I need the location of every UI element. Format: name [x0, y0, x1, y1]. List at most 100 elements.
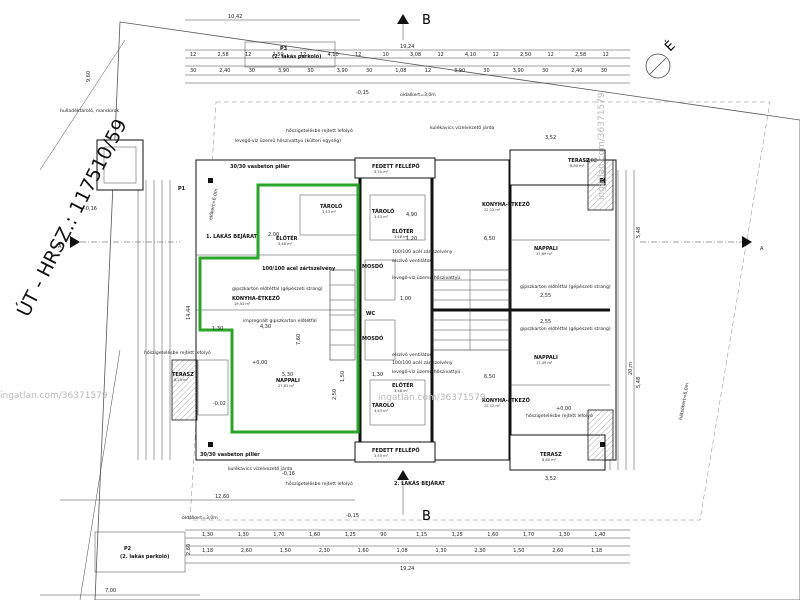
dim-interior: 6,50 — [484, 236, 495, 242]
column-1 — [208, 178, 213, 183]
watermark-right: ingatlan.com/36371579 — [597, 92, 607, 200]
garbage-shed — [96, 139, 144, 191]
garbage-shed-inner — [103, 146, 137, 184]
room-name-mosdo-b: MOSDÓ — [362, 335, 383, 342]
label-p2-sub: (2. lakás parkoló) — [120, 553, 169, 560]
label-pillar-top: 30/30 vasbeton pillér — [230, 163, 290, 170]
svg-text:B: B — [422, 13, 431, 28]
top-dimension: 10,42 — [228, 14, 242, 20]
dim-top-1: 2,58 — [575, 52, 586, 58]
dim-top-2: 30 — [366, 68, 372, 74]
label-kukavizvezeto-top: kulékavics vízelvezető járda — [430, 124, 494, 131]
dim-interior: 7,60 — [296, 334, 302, 345]
lot-title: ÚT - HRSZ.: 117510/59 — [11, 115, 132, 321]
note-levego-2: levegő-víz üzemű hőszivattyú — [392, 368, 460, 375]
staircase — [329, 269, 511, 361]
level-mark: +0,00 — [252, 360, 267, 366]
dim-bottom-2: 1,18 — [202, 548, 213, 554]
label-pillar-bottom: 30/30 vasbeton pillér — [200, 451, 260, 458]
dim-top-2: 30 — [307, 68, 313, 74]
dim-top-1: 2,50 — [520, 52, 531, 58]
label-elokert: előkert=6,0m — [208, 188, 219, 221]
dim-top-2: 30 — [190, 68, 196, 74]
label-p1: P1 — [178, 186, 186, 192]
dim-bottom-2: 1,50 — [280, 548, 291, 554]
dim-bottom-2: 1,30 — [436, 548, 447, 554]
dim-top-2: 30 — [483, 68, 489, 74]
dim-bottom-1: 1,25 — [452, 532, 463, 538]
dim-bottom-2: 1,18 — [591, 548, 602, 554]
room-area-terasz-left: 8,20 m² — [174, 378, 189, 382]
label-hatsokert: hátsókert=6,0m — [677, 382, 690, 421]
room-area-fedett-top: 3,55 m² — [374, 170, 389, 174]
dim-top-1: 4,10 — [328, 52, 339, 58]
room-area-fedett-bottom: 3,55 m² — [374, 454, 389, 458]
dim-top-2: 3,90 — [513, 68, 524, 74]
entrance-1: 1. LAKÁS BEJÁRAT — [206, 233, 258, 240]
note-gipszkarton-right-bottom: gipszkarton előtétfal (gépészeti strang) — [520, 325, 611, 332]
room-area-nappali-left: 27,81 m² — [278, 384, 295, 388]
dimension-chains-left — [137, 180, 171, 460]
room-area-konyha-right-bottom: 22,12 m² — [484, 404, 501, 408]
terrace-right-bottom — [587, 409, 614, 461]
dim-bottom-1: 1,25 — [345, 532, 356, 538]
dim-interior: 4,90 — [406, 212, 417, 218]
room-name-fedett-top: FEDETT FELLÉPŐ — [372, 162, 420, 170]
room-name-konyha-right-bottom: KONYHA-ÉTKEZŐ — [482, 396, 530, 404]
dim-top-1: 12 — [190, 52, 196, 58]
room-area-terasz-right-bottom: 8,80 m² — [542, 458, 557, 462]
dim-top-2: 12 — [425, 68, 431, 74]
level-mark: -0,02 — [213, 401, 226, 407]
dim-top-2: 3,90 — [278, 68, 289, 74]
room-name-nappali-left: NAPPALI — [276, 378, 300, 384]
dim-interior: 2,50 — [332, 389, 338, 400]
room-name-tarolo-2b: TÁROLÓ — [372, 402, 394, 409]
room-name-konyha-left: KONYHA-ÉTKEZŐ — [232, 294, 280, 302]
room-area-tarolo-2b: 3,43 m² — [374, 409, 389, 413]
dim-bottom-2: 1,08 — [397, 548, 408, 554]
room-name-wc-a: WC — [366, 311, 376, 317]
level-mark: -0,16 — [282, 471, 295, 477]
room-area-konyha-left: 19,53 m² — [234, 302, 251, 306]
note-impregnalt: impregnált gipszkarton előtétfal — [243, 317, 317, 324]
room-name-terasz-right-top: TERASZ — [568, 158, 590, 164]
column-3 — [600, 178, 605, 183]
room-area-nappali-right-top: 17,69 m² — [536, 252, 553, 256]
dim-interior: 1,00 — [400, 296, 411, 302]
dim-top-1: 12 — [493, 52, 499, 58]
room-name-terasz-left: TERASZ — [172, 372, 194, 378]
lot-boundary — [94, 21, 800, 600]
dim-bottom-2: 2,60 — [241, 548, 252, 554]
room-name-tarolo-left: TÁROLÓ — [320, 203, 342, 210]
room-name-tarolo-2a: TÁROLÓ — [372, 208, 394, 215]
svg-text:A: A — [58, 244, 62, 250]
dim-top-1: 4,10 — [465, 52, 476, 58]
watermark-middle: ingatlan.com/36371579 — [378, 393, 486, 403]
dimension-band-top — [185, 19, 630, 84]
dim-top-1: 2,50 — [273, 52, 284, 58]
note-acel-2: 100/100 acél zártszelvény — [392, 359, 453, 366]
room-name-terasz-right-bottom: TERASZ — [540, 452, 562, 458]
overall-dimension-2-60: 2,60 — [186, 544, 192, 555]
room-name-konyha-right-top: KONYHA-ÉTKEZŐ — [482, 200, 530, 208]
dim-interior: 2,55 — [540, 293, 551, 299]
note-acel-1: 100/100 acél zártszelvény — [392, 248, 453, 255]
room-name-nappali-right-bottom: NAPPALI — [534, 355, 558, 361]
dim-interior: 20,m — [628, 362, 634, 375]
dim-top-1: 12 — [300, 52, 306, 58]
dim-top-1: 12 — [438, 52, 444, 58]
dim-top-2: 3,90 — [454, 68, 465, 74]
dim-top-2: 2,40 — [571, 68, 582, 74]
north-label: É — [662, 38, 679, 55]
dim-bottom-1: 1,70 — [273, 532, 284, 538]
dim-interior: 4,30 — [260, 324, 271, 330]
overall-dimension-bottom: 19,24 — [400, 566, 414, 572]
street-line-2 — [79, 349, 121, 600]
room-area-tarolo-left: 3,43 m² — [322, 210, 337, 214]
room-area-eloter-2b: 3,48 m² — [394, 389, 409, 393]
label-p2: P2 — [124, 546, 132, 552]
room-area-terasz-right-top: 8,80 m² — [570, 164, 585, 168]
